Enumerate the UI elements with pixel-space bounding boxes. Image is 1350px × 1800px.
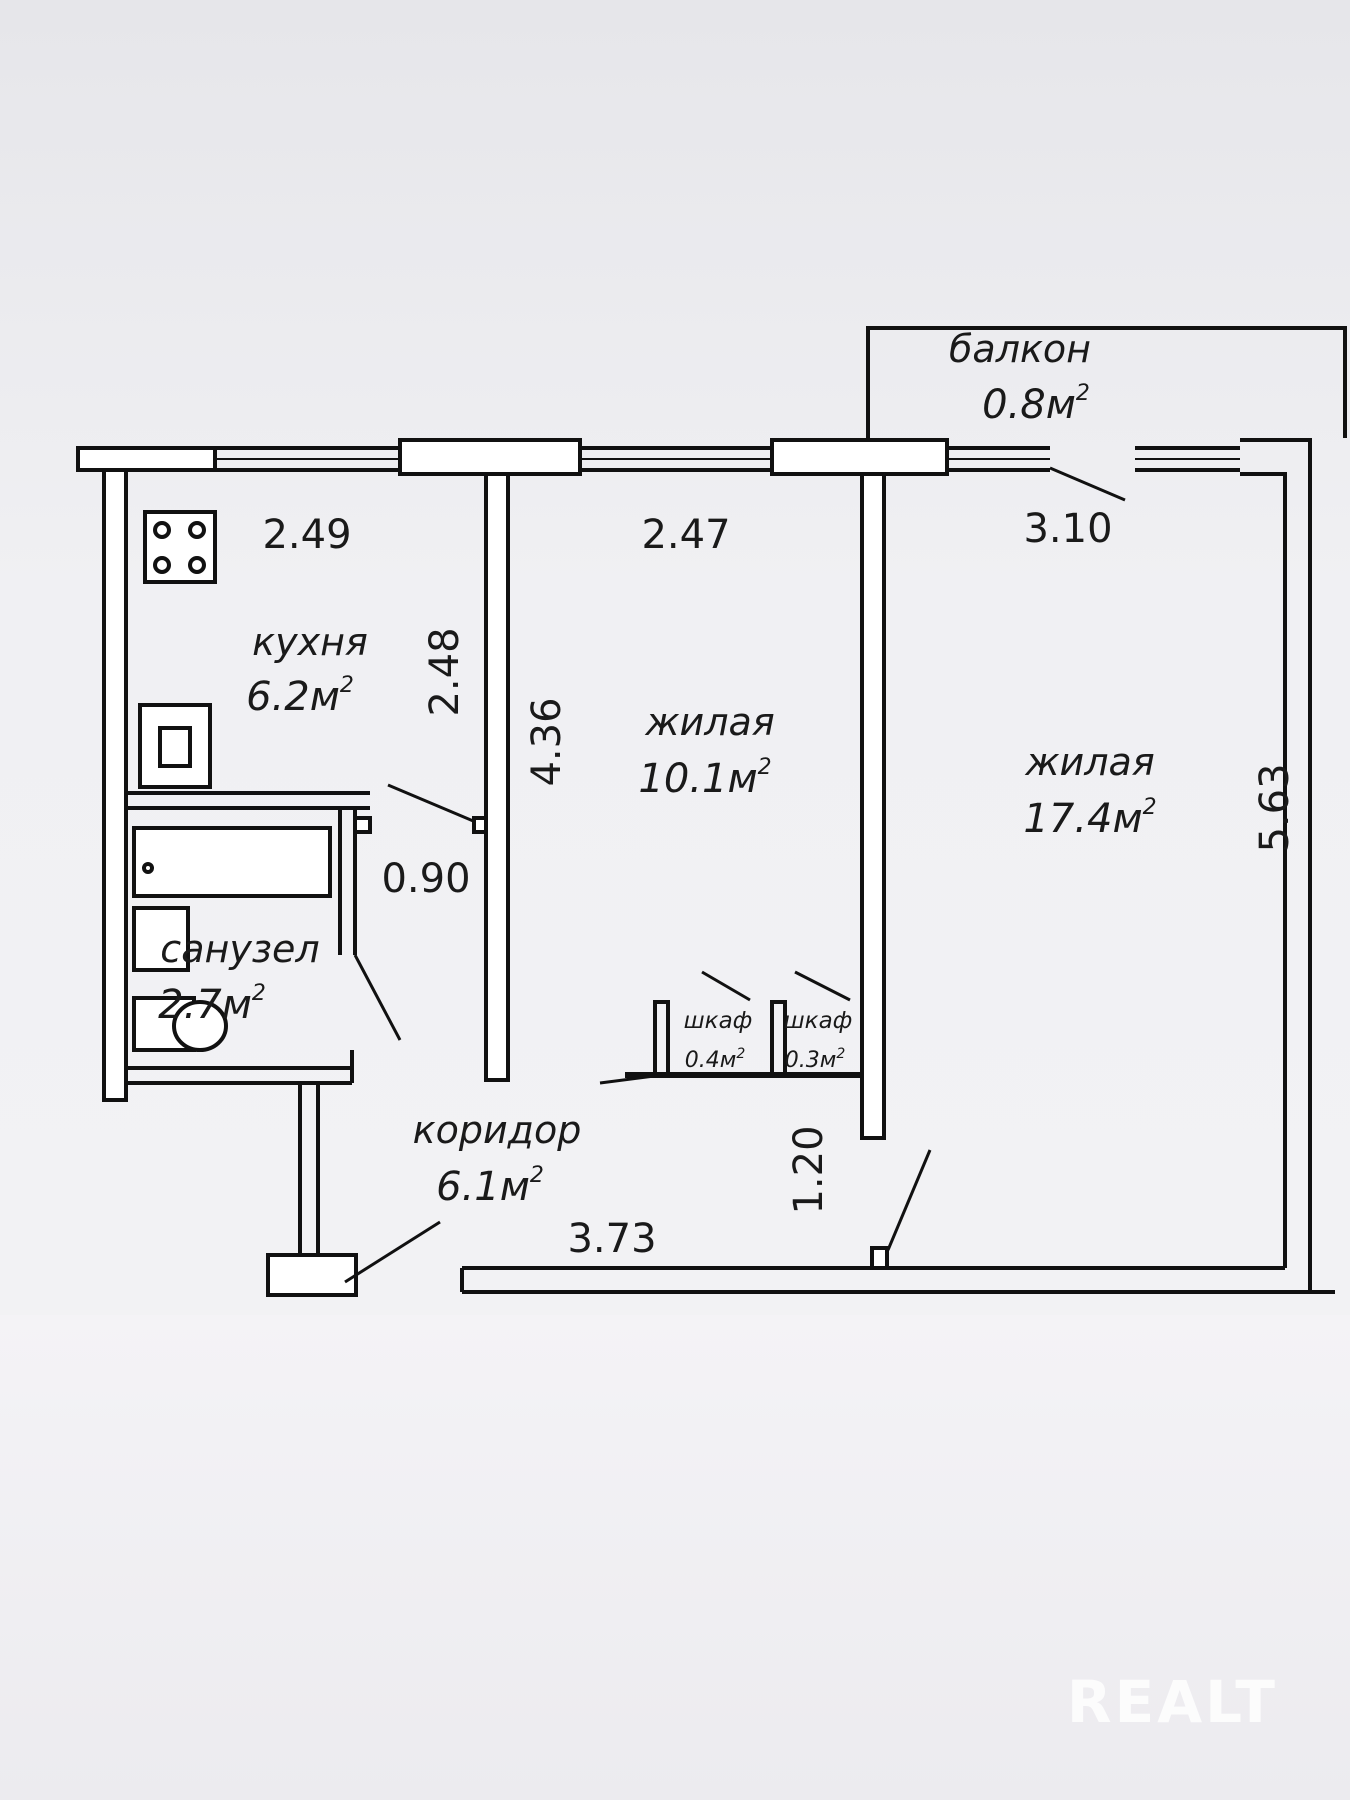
dim-living-large-depth: 5.63 [1252,763,1298,852]
left-wall [102,468,128,1102]
kitchen-sink [138,703,212,789]
room-bathroom-area: 2.7м2 [158,981,266,1028]
dim-living-small-depth: 4.36 [524,697,570,786]
dim-kitchen-width: 2.49 [262,512,351,558]
washbasin [132,906,190,972]
room-bathroom-name: санузел [160,927,319,971]
realt-logo: REALT [1066,1668,1278,1736]
dim-living-large-width: 3.10 [1023,506,1112,552]
closet-1-name: шкаф [684,1008,753,1034]
entrance-block [266,1253,358,1297]
balcony-outline [866,326,1347,438]
room-kitchen-area: 6.2м2 [246,673,354,720]
room-living-large-area: 17.4м2 [1023,795,1156,842]
closet-1-area: 0.4м2 [685,1046,746,1073]
room-living-large-name: жилая [1024,740,1154,784]
room-living-small-area: 10.1м2 [638,755,771,802]
room-balcony-area: 0.8м2 [982,381,1090,428]
room-corridor-name: коридор [413,1108,582,1152]
stove [143,510,217,584]
dim-corridor-opening: 1.20 [786,1125,832,1214]
blank-sheet [0,1315,1350,1800]
dim-living-small-width: 2.47 [641,512,730,558]
bathtub [132,826,332,898]
partition-living [860,472,886,1140]
top-wall [76,438,1312,1290]
plan-sheet [0,0,1350,1315]
room-balcony-name: балкон [949,327,1091,371]
closet-2-area: 0.3м2 [785,1046,846,1073]
room-kitchen-name: кухня [252,620,368,664]
room-corridor-area: 6.1м2 [436,1163,544,1210]
dim-corridor-length: 3.73 [567,1216,656,1262]
dim-bathroom-width: 0.90 [381,856,470,902]
partition-kitchen [484,472,510,1082]
dim-kitchen-depth: 2.48 [422,627,468,716]
room-living-small-name: жилая [644,700,774,744]
closet-2-name: шкаф [784,1008,853,1034]
